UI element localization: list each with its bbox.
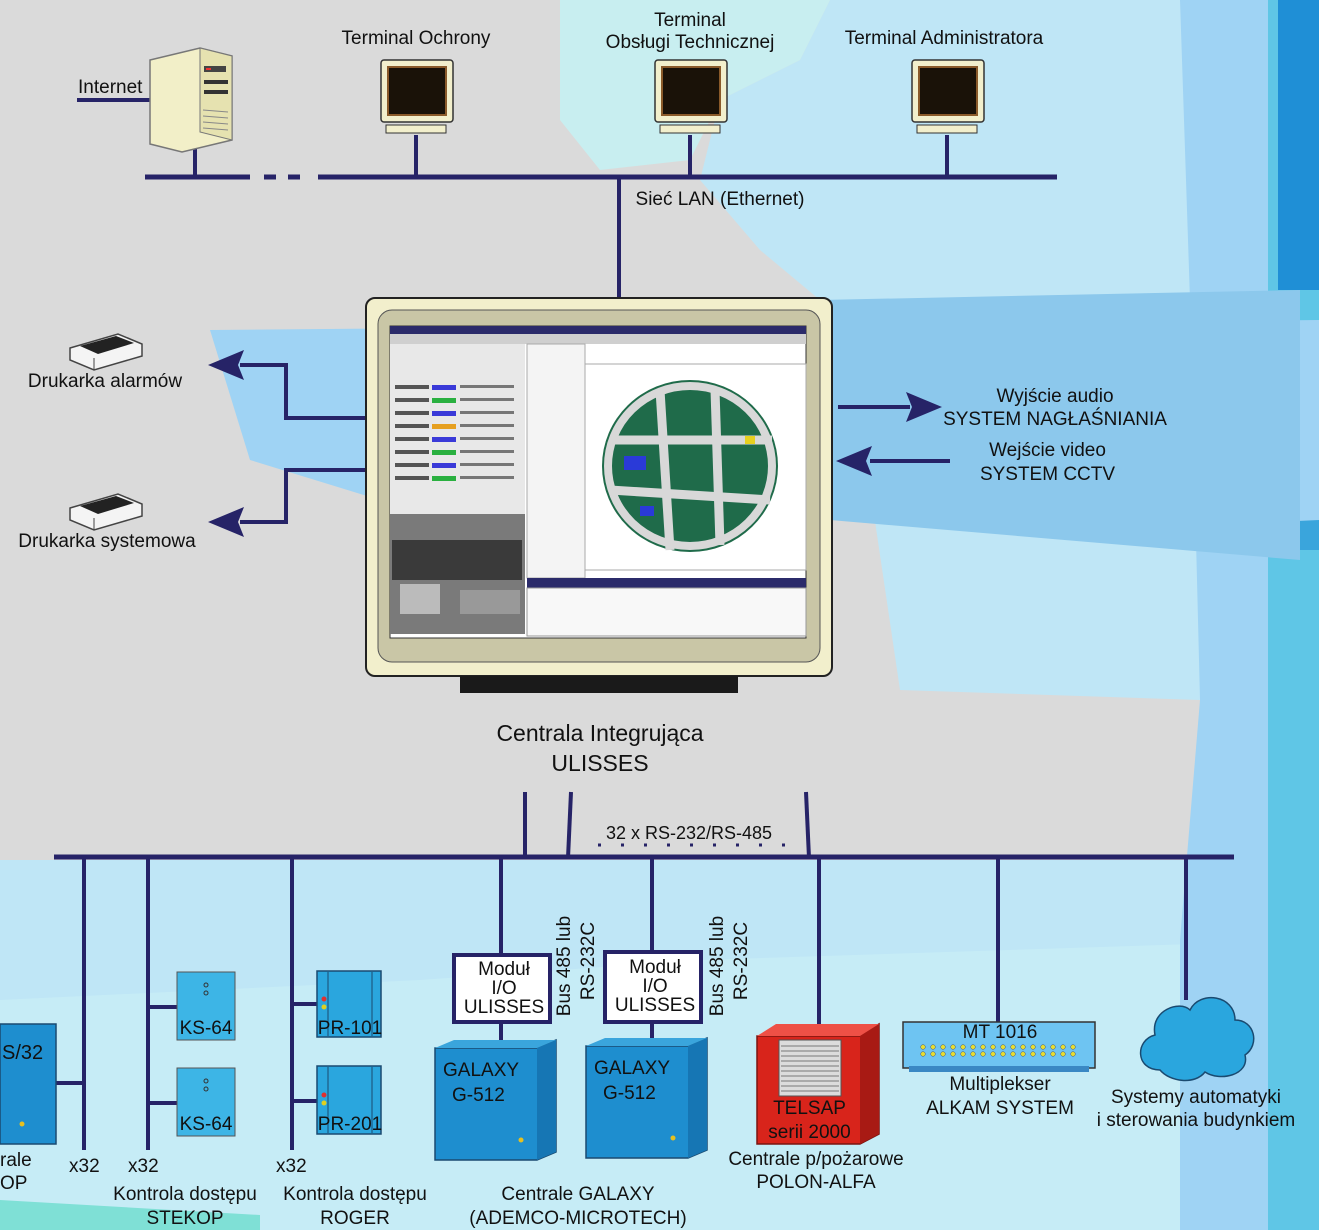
pr201-label: PR-201 (317, 1114, 383, 1135)
pr-reader-box (316, 1065, 382, 1135)
stekop-caption-line2: STEKOP (146, 1208, 224, 1229)
server-icon (149, 47, 233, 153)
mt1016-label: MT 1016 (962, 1022, 1038, 1043)
telsap-label-line2: serii 2000 (768, 1122, 851, 1143)
video-label-line1: Wejście video (989, 440, 1106, 461)
galaxy-label-line1: GALAXY (443, 1060, 520, 1081)
bus485-label-line2: RS-232C (731, 921, 752, 1001)
audio-label-line1: Wyjście audio (996, 386, 1114, 407)
roger-caption-line2: ROGER (320, 1208, 390, 1229)
edge-caption-line1: rale (0, 1150, 32, 1171)
edge-box-label: S/32 (2, 1042, 44, 1064)
terminal-monitor-icon (380, 59, 454, 134)
av-connectors (836, 392, 950, 476)
printer-connectors (208, 350, 366, 537)
galaxy-label-line1: GALAXY (594, 1058, 671, 1079)
multiplexer-device (902, 1021, 1096, 1072)
central-title-line1: Centrala Integrująca (496, 720, 704, 746)
ks64-label: KS-64 (179, 1114, 233, 1135)
galaxy-label-line2: G-512 (452, 1085, 505, 1106)
io-module-label-line2: I/O (491, 978, 517, 999)
pr101-label: PR-101 (317, 1018, 383, 1039)
io-module-label-line1: Moduł (478, 959, 530, 980)
bus485-label-line1: Bus 485 lub (554, 915, 575, 1017)
internet-label: Internet (78, 77, 143, 98)
roger-caption-line1: Kontrola dostępu (283, 1184, 427, 1205)
io-module-label-line2: I/O (642, 976, 668, 997)
rs-bus-label: 32 x RS-232/RS-485 (605, 823, 773, 843)
arrow-left-icon (836, 446, 872, 476)
central-bus-connectors (523, 791, 811, 859)
video-label-line2: SYSTEM CCTV (979, 464, 1116, 485)
polon-caption-line1: Centrale p/pożarowe (728, 1149, 904, 1170)
galaxy-label-line2: G-512 (603, 1083, 656, 1104)
telsap-fire-panel (756, 1022, 880, 1145)
central-monitor (365, 297, 833, 677)
arrow-right-icon (906, 392, 942, 422)
device-bus (54, 854, 1234, 1150)
lan-network (77, 98, 1057, 298)
arrow-left-icon (208, 350, 244, 380)
mux-caption-line1: Multiplekser (949, 1074, 1051, 1095)
audio-label-line2: SYSTEM NAGŁAŚNIANIA (943, 409, 1167, 430)
io-module-box (452, 953, 552, 1024)
stekop-caption-line1: Kontrola dostępu (113, 1184, 257, 1205)
terminal-ochrony-label: Terminal Ochrony (341, 28, 491, 49)
ks64-box (176, 971, 236, 1041)
galaxy-caption-line1: Centrale GALAXY (501, 1184, 655, 1205)
x32-label: x32 (69, 1156, 100, 1177)
bus485-label-line1: Bus 485 lub (707, 915, 728, 1017)
monitor-stand (460, 676, 738, 693)
central-title-line2: ULISSES (551, 750, 649, 776)
arrow-left-icon (208, 507, 244, 537)
edge-caption-line2: OP (0, 1173, 28, 1194)
printer-alarm-label: Drukarka alarmów (27, 371, 183, 392)
automation-caption-line2: i sterowania budynkiem (1096, 1110, 1296, 1131)
bus485-label-line2: RS-232C (578, 921, 599, 1001)
printer-icon (69, 493, 143, 531)
io-module-label-line3: ULISSES (463, 997, 545, 1018)
polon-caption-line2: POLON-ALFA (756, 1172, 876, 1193)
io-module-box (603, 950, 703, 1024)
cloud-icon (1139, 996, 1255, 1082)
terminal-monitor-icon (654, 59, 728, 134)
io-module-label-line3: ULISSES (614, 995, 696, 1016)
ks64-label: KS-64 (179, 1018, 233, 1039)
io-module-label-line1: Moduł (629, 957, 681, 978)
terminal-admin-label: Terminal Administratora (844, 28, 1044, 49)
terminal-monitor-icon (911, 59, 985, 134)
edge-cabinet (0, 1023, 57, 1145)
ks64-box (176, 1067, 236, 1137)
lan-label: Sieć LAN (Ethernet) (635, 189, 805, 210)
automation-caption-line1: Systemy automatyki (1111, 1087, 1281, 1108)
galaxy-cabinet (585, 1036, 708, 1159)
x32-label: x32 (276, 1156, 307, 1177)
galaxy-caption-line2: (ADEMCO-MICROTECH) (469, 1208, 687, 1229)
mux-caption-line2: ALKAM SYSTEM (926, 1098, 1074, 1119)
pr-reader-box (316, 970, 382, 1038)
x32-label: x32 (128, 1156, 159, 1177)
printer-system-label: Drukarka systemowa (18, 531, 196, 552)
terminal-obslugi-label-line1: Terminal (654, 10, 726, 31)
terminal-obslugi-label-line2: Obsługi Technicznej (605, 32, 775, 53)
galaxy-cabinet (434, 1038, 557, 1161)
telsap-label-line1: TELSAP (773, 1098, 846, 1119)
printer-icon (69, 333, 143, 371)
